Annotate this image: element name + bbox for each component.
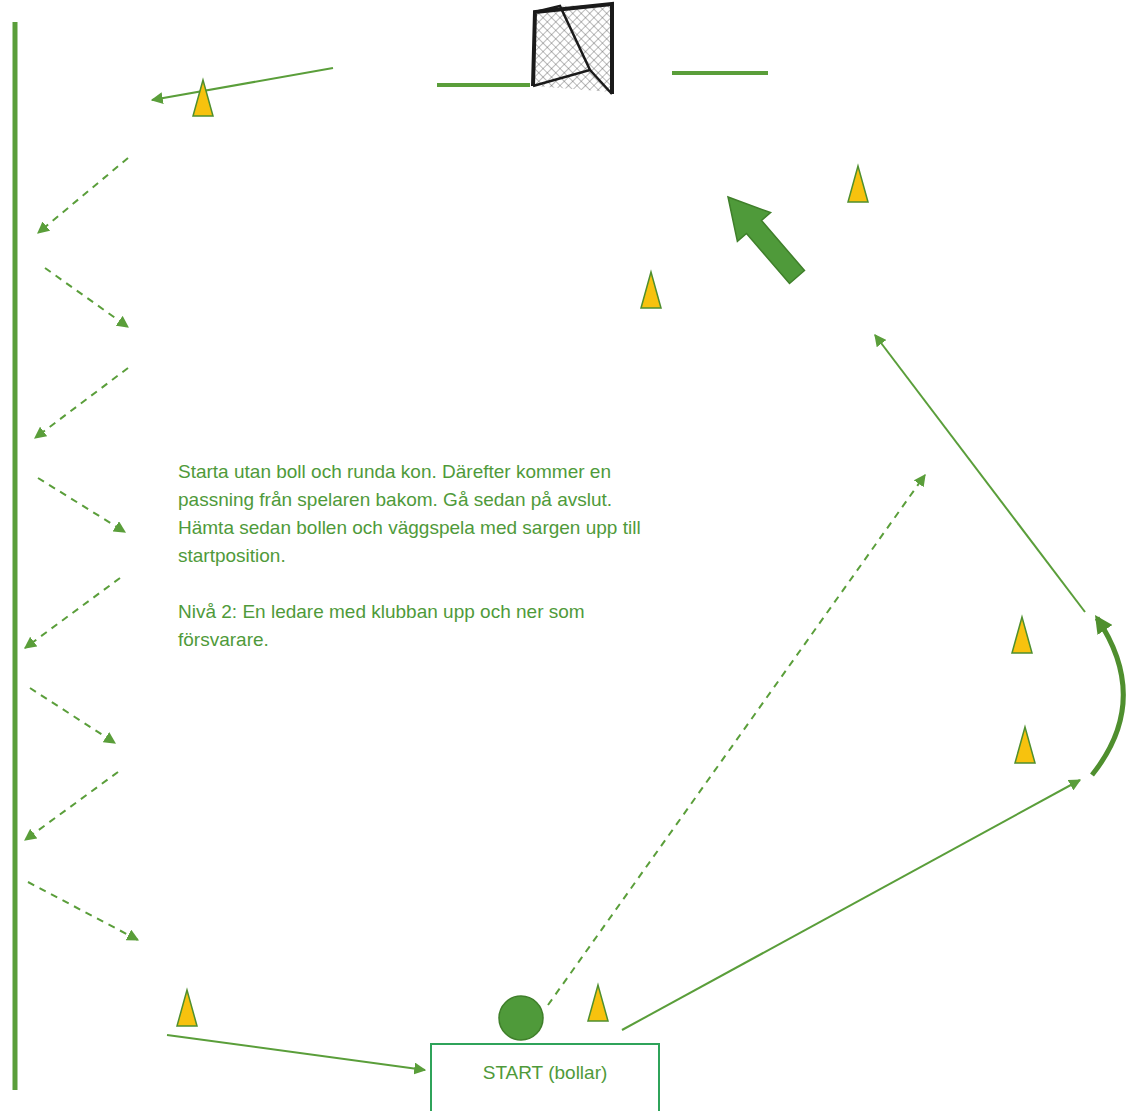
wall-pass-arrows: [25, 158, 138, 940]
instruction-note: Hämta sedan bollen och väggspela med sar…: [178, 514, 658, 570]
shot-arrow: [728, 197, 805, 284]
run-arrow: [622, 780, 1080, 1030]
goal-icon: [533, 4, 612, 94]
run-arrow: [152, 68, 333, 100]
start-label: START (bollar): [483, 1062, 608, 1084]
run-arrow: [875, 335, 1085, 612]
run-arrow: [167, 1035, 425, 1070]
instruction-note: Starta utan boll och runda kon. Därefter…: [178, 458, 658, 514]
turn-arrow: [1092, 618, 1123, 775]
instruction-text: Starta utan boll och runda kon. Därefter…: [178, 458, 658, 654]
instruction-note: Nivå 2: En ledare med klubban upp och ne…: [178, 598, 658, 654]
goal-line: [672, 71, 768, 75]
board-line: [13, 22, 18, 1090]
start-box: START (bollar): [430, 1043, 660, 1111]
ball: [499, 996, 543, 1040]
goal-line: [437, 83, 530, 87]
cones: [177, 80, 1035, 1026]
